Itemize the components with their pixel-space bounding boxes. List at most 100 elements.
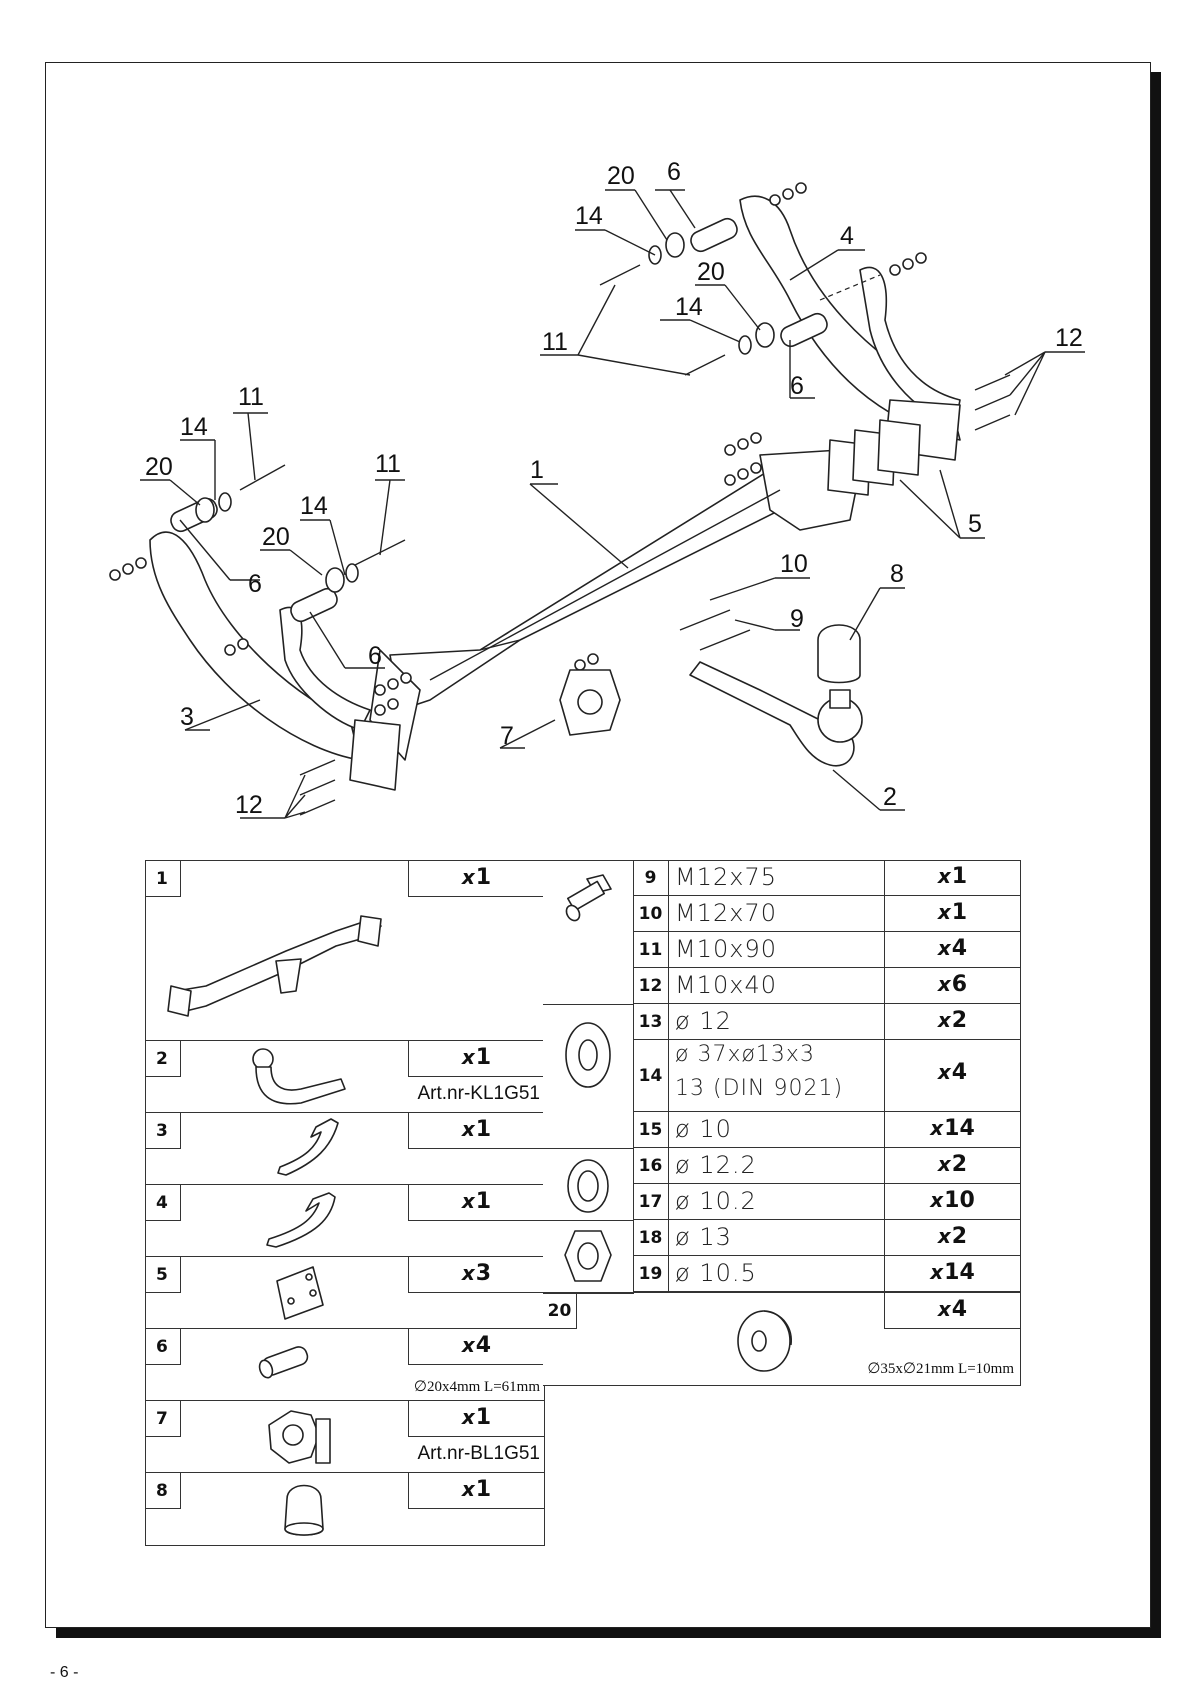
part-row-11: 11 M10x90 x4 [633,932,1020,968]
washer-image-cell [543,1004,634,1150]
part-number: 3 [146,1113,181,1149]
callout-14b: 14 [300,492,328,520]
part-quantity: x1 [884,860,1020,896]
left-bracket-thumbnail [277,1118,339,1176]
leader-lines [140,189,1085,819]
part-spec: ø 13 [675,1223,732,1251]
nut-rows [109,182,927,716]
part-row-2: 2 x1 Art.nr-KL1G51 [145,1040,545,1114]
callout-1: 1 [530,456,544,484]
part-quantity: x10 [884,1184,1020,1220]
washer-icon [565,1022,611,1088]
callout-20c: 20 [607,162,635,190]
part-row-9: 9 M12x75 x1 [633,860,1020,896]
part-quantity: x4 [408,1329,544,1365]
part-spec: M10x40 [675,971,777,999]
callout-6a: 6 [248,570,262,598]
callout-6d: 6 [790,372,804,400]
thick-washer-icon [737,1310,792,1372]
part-quantity: x4 [884,1040,1020,1112]
spacer-plates [827,419,921,496]
main-crossbeam [369,449,861,761]
part-quantity: x3 [408,1257,544,1293]
part-quantity: x1 [408,1113,544,1149]
callout-8: 8 [890,560,904,588]
callout-14d: 14 [675,293,703,321]
ball-cap-thumbnail [284,1484,324,1536]
part-quantity: x1 [408,1401,544,1437]
tow-ball-thumbnail [252,1048,346,1105]
tube-spacers [170,217,828,623]
part-number: 7 [146,1401,181,1437]
socket-plate [559,669,621,736]
callout-labels: 1 2 3 4 5 6 6 6 6 7 8 9 10 11 11 11 12 1… [145,158,1083,819]
part-row-7: 7 x1 Art.nr-BL1G51 [145,1400,545,1474]
bolt-image-cell [543,860,634,1006]
part-spec: ø 10.2 [675,1187,757,1215]
spring-washer-icon [567,1159,609,1213]
callout-11b: 11 [375,450,401,478]
article-number: Art.nr-BL1G51 [417,1443,541,1464]
callout-20b: 20 [262,523,290,551]
part-quantity: x4 [884,932,1020,968]
part-spec: M12x75 [675,863,777,891]
part-quantity: x2 [884,1148,1020,1184]
tow-ball [689,661,863,767]
part-quantity: x6 [884,968,1020,1004]
socket-plate-thumbnail [268,1410,331,1464]
callout-7: 7 [500,722,514,750]
callout-9: 9 [790,605,804,633]
callout-6c: 6 [667,158,681,186]
nut-image-cell [543,1220,634,1294]
part-spec: ø 10 [675,1115,732,1143]
part-number: 5 [146,1257,181,1293]
callout-5: 5 [968,510,982,538]
bolts-m10x40 [299,374,1011,816]
part-row-14: 14 ø 37xø13x3 13 (DIN 9021) x4 [633,1040,1020,1112]
dimension-note: ∅20x4mm L=61mm [413,1379,540,1395]
callout-2: 2 [883,783,897,811]
part-number: 2 [146,1041,181,1077]
part-row-8: 8 x1 [145,1472,545,1546]
bolts-m12 [679,609,751,651]
crossbeam-thumbnail [167,915,382,1017]
part-spec: ø 37xø13x3 [675,1042,815,1067]
callout-20a: 20 [145,453,173,481]
washers [195,232,775,593]
part-row-19: 19 ø 10.5 x14 [633,1256,1020,1292]
part-row-5: 5 x3 [145,1256,545,1330]
part-row-16: 16 ø 12.2 x2 [633,1148,1020,1184]
part-spec: ø 12.2 [675,1151,757,1179]
part-number: 6 [146,1329,181,1365]
part-row-20: 20 x4 ∅35x∅21mm L=10mm [543,1292,1020,1384]
part-spec: M10x90 [675,935,777,963]
part-number: 1 [146,861,181,897]
callout-14a: 14 [180,413,208,441]
part-row-1: 1 x1 [145,860,545,1042]
callout-20d: 20 [697,258,725,286]
part-spec: M12x70 [675,899,777,927]
callout-10: 10 [780,550,808,578]
article-number: Art.nr-KL1G51 [417,1083,541,1104]
callout-3: 3 [180,703,194,731]
part-row-10: 10 M12x70 x1 [633,896,1020,932]
part-quantity: x1 [884,896,1020,932]
part-quantity: x2 [884,1220,1020,1256]
page-number: - 6 - [50,1664,79,1681]
callout-4: 4 [840,222,854,250]
part-row-17: 17 ø 10.2 x10 [633,1184,1020,1220]
callout-12b: 12 [235,791,263,819]
part-row-12: 12 M10x40 x6 [633,968,1020,1004]
callout-12a: 12 [1055,324,1083,352]
part-spec: ø 12 [675,1007,732,1035]
part-number: 8 [146,1473,181,1509]
part-spec: ø 10.5 [675,1259,757,1287]
part-quantity: x4 [884,1293,1020,1329]
part-row-18: 18 ø 13 x2 [633,1220,1020,1256]
bolt-icon [565,874,612,922]
part-row-15: 15 ø 10 x14 [633,1112,1020,1148]
part-quantity: x2 [884,1004,1020,1040]
part-number: 4 [146,1185,181,1221]
left-side-bracket [149,531,401,791]
